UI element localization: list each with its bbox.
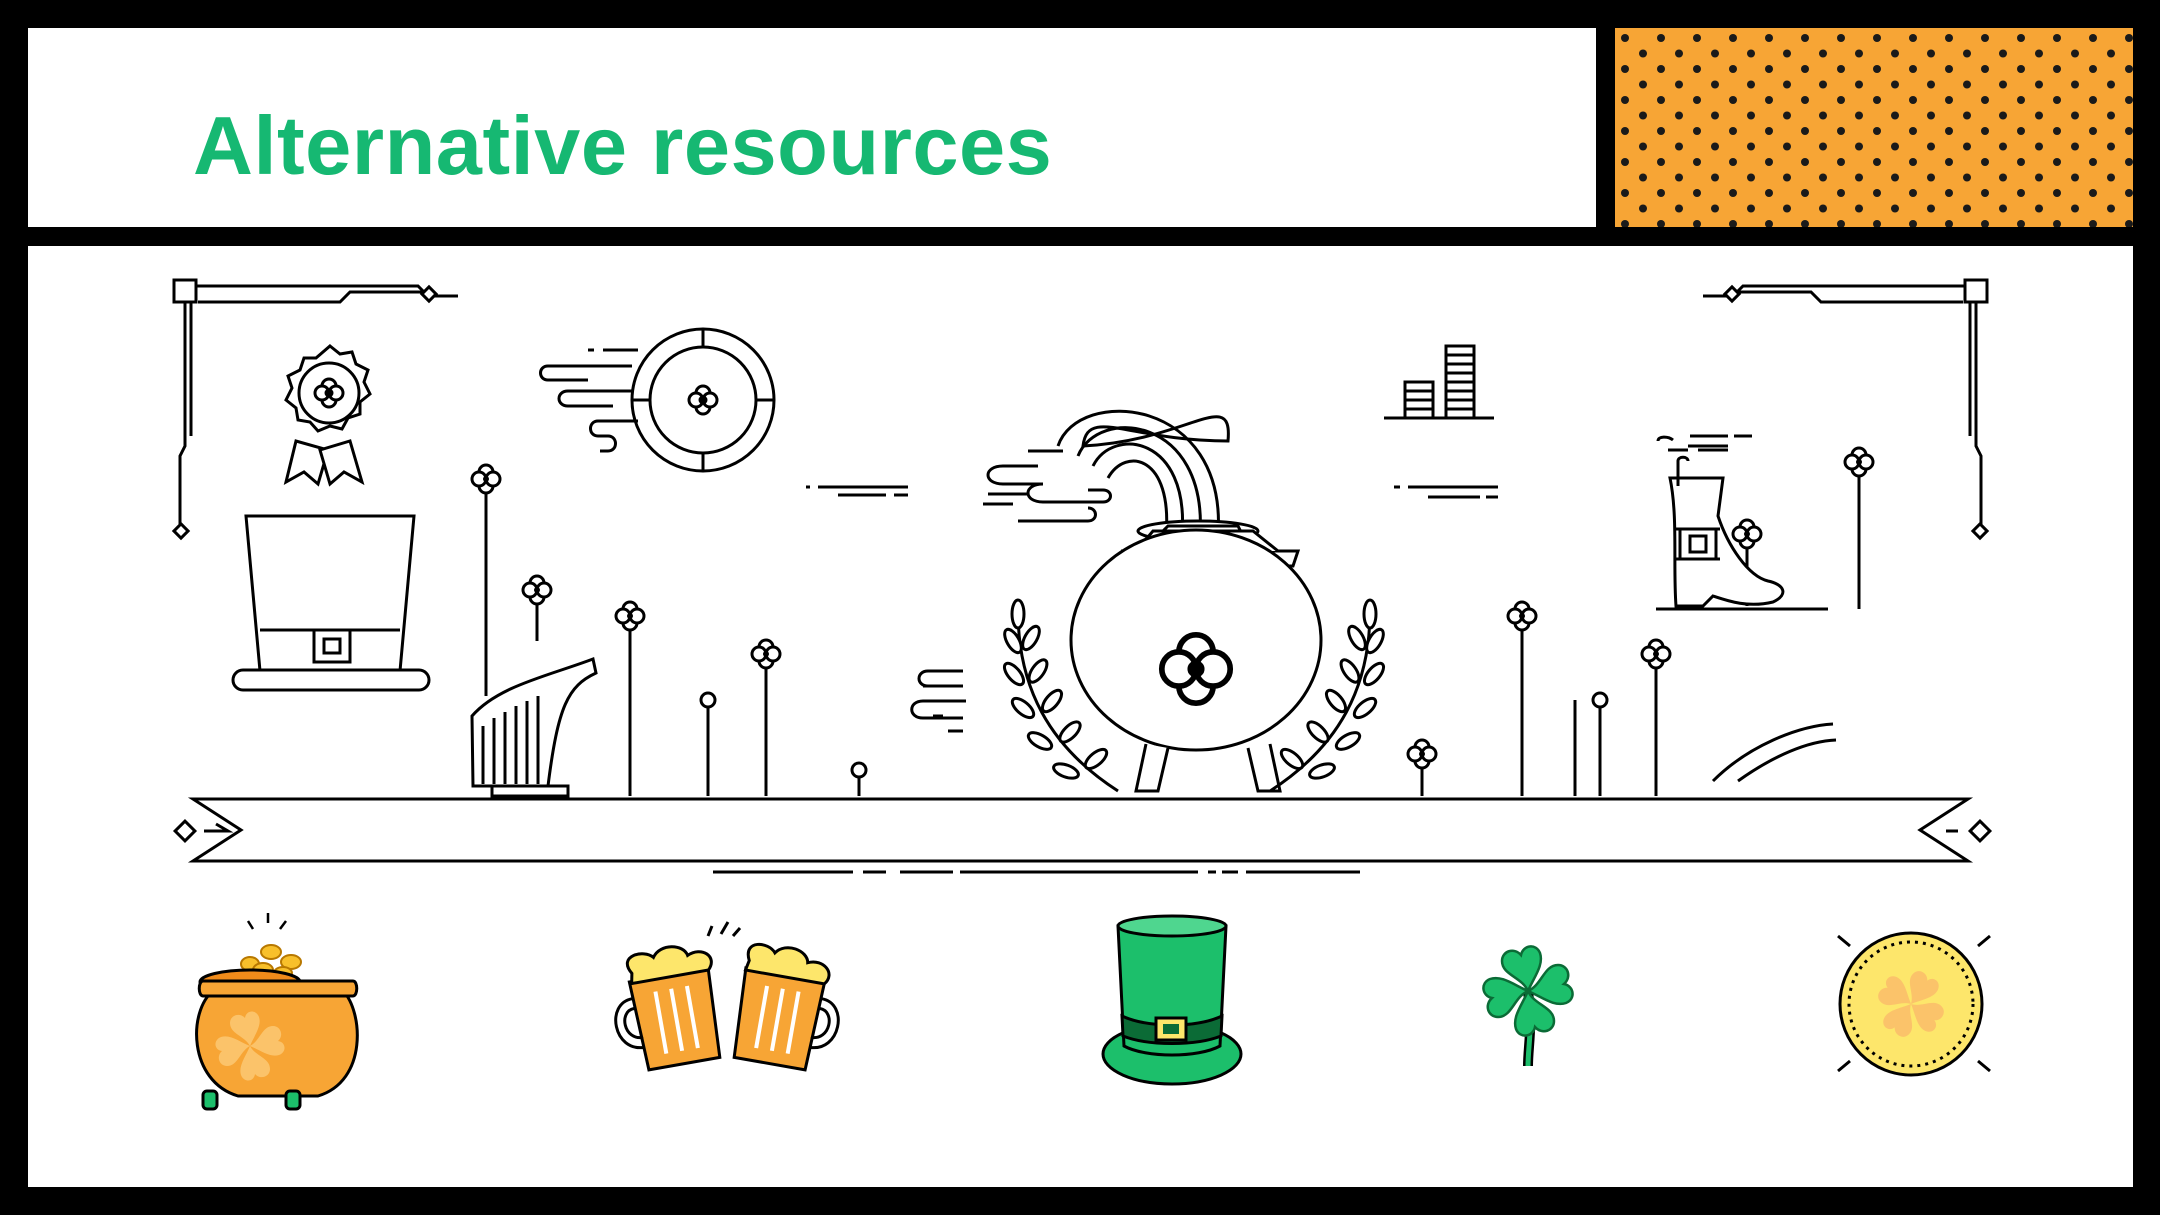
four-leaf-clover-icon (1482, 945, 1574, 1067)
ribbon-banner (172, 797, 1993, 874)
coin-stack-icon (1384, 344, 1494, 420)
green-hat-icon (1101, 914, 1243, 1086)
illustration-panel (28, 246, 2133, 1187)
beer-mugs-icon (614, 921, 840, 1072)
bud-stems (699, 691, 1609, 796)
corner-ornament-right (1703, 278, 1990, 541)
st-patricks-illustration (171, 278, 1993, 1111)
rosette-icon (283, 344, 372, 487)
polka-dot-pattern (1615, 28, 2133, 227)
laurel-left (1002, 598, 1119, 793)
polka-dot-panel (1615, 28, 2133, 227)
corner-ornament-left (171, 278, 458, 541)
harp-icon (470, 656, 598, 798)
flying-coin-icon (539, 327, 776, 473)
title-panel: Alternative resources (28, 28, 1596, 227)
pot-of-gold-icon (195, 913, 359, 1111)
top-hat-icon (231, 514, 431, 692)
wind-lines (910, 669, 1837, 783)
laurel-right (1269, 598, 1386, 793)
speed-lines (806, 435, 1728, 499)
slide-title: Alternative resources (193, 99, 1053, 192)
pot-of-gold-rainbow-icon (983, 409, 1323, 793)
leprechaun-boot-icon (1656, 434, 1828, 611)
gold-coin-icon (1837, 931, 1991, 1077)
